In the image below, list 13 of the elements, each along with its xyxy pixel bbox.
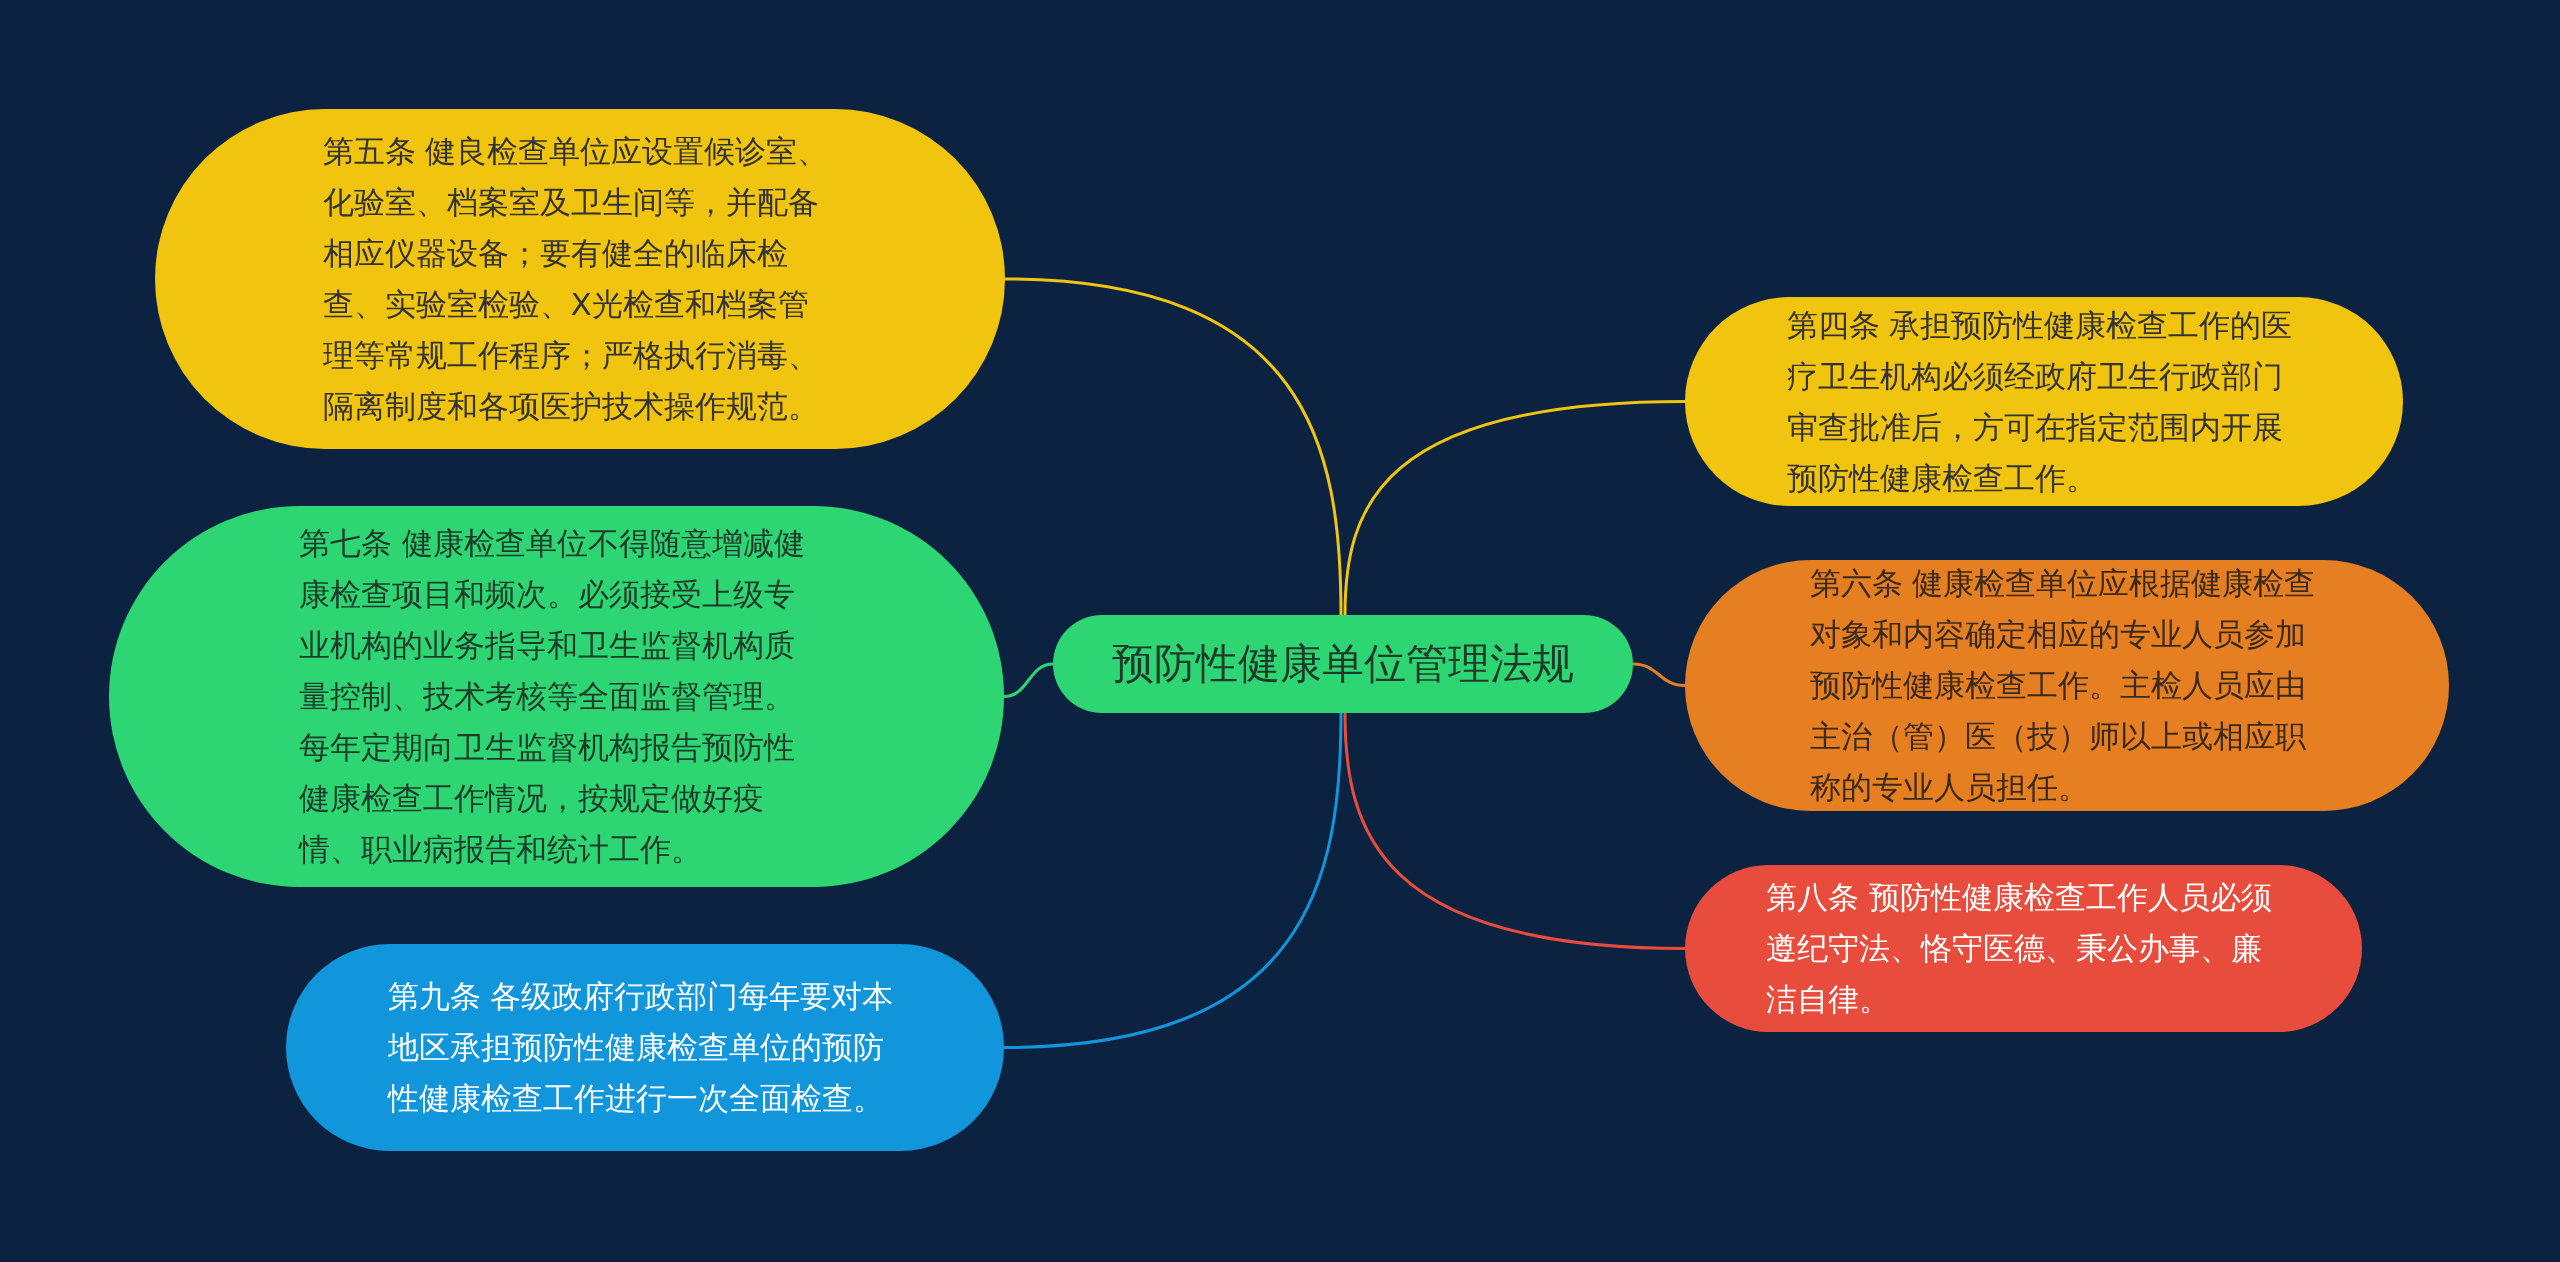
rule-text: 第八条 预防性健康检查工作人员必须遵纪守法、恪守医德、秉公办事、廉洁自律。 xyxy=(1766,878,2273,1019)
branch-line xyxy=(1632,662,1686,687)
rule-text: 第六条 健康检查单位应根据健康检查对象和内容确定相应的专业人员参加预防性健康检查工作。主检人员应由主治（管）医（技）师以上或相应职称的专业人员担任。 xyxy=(1809,564,2317,807)
branch-line xyxy=(1343,712,1686,950)
branch-line xyxy=(1343,400,1686,616)
branch-line xyxy=(1004,277,1343,616)
branch-line xyxy=(1003,662,1054,698)
rule-text: 第四条 承担预防性健康检查工作的医疗卫生机构必须经政府卫生行政部门审查批准后，方可在指定范围内开展预防性健康检查工作。 xyxy=(1786,305,2294,498)
rule-text: 第七条 健康检查单位不得随意增减健康检查项目和频次。必须接受上级专业机构的业务指导和卫生监督机构质量控制、技术考核等全面监督管理。每年定期向卫生监督机构报告预防性健康检查工作情况，按规定做好疫情、职业病报告和统计工作。 xyxy=(299,524,806,869)
branch-line xyxy=(1003,712,1343,1049)
topic-title: 预防性健康单位管理法规 xyxy=(1112,638,1574,690)
rule-text: 第九条 各级政府行政部门每年要对本地区承担预防性健康检查单位的预防性健康检查工作进行一次全面检查。 xyxy=(387,977,895,1118)
rule-text: 第五条 健良检查单位应设置候诊室、化验室、档案室及卫生间等，并配备相应仪器设备；要有健全的临床检查、实验室检验、X光检查和档案管理等常规工作程序；严格执行消毒、隔离制度和各项医护技术操作规范。 xyxy=(322,132,830,426)
